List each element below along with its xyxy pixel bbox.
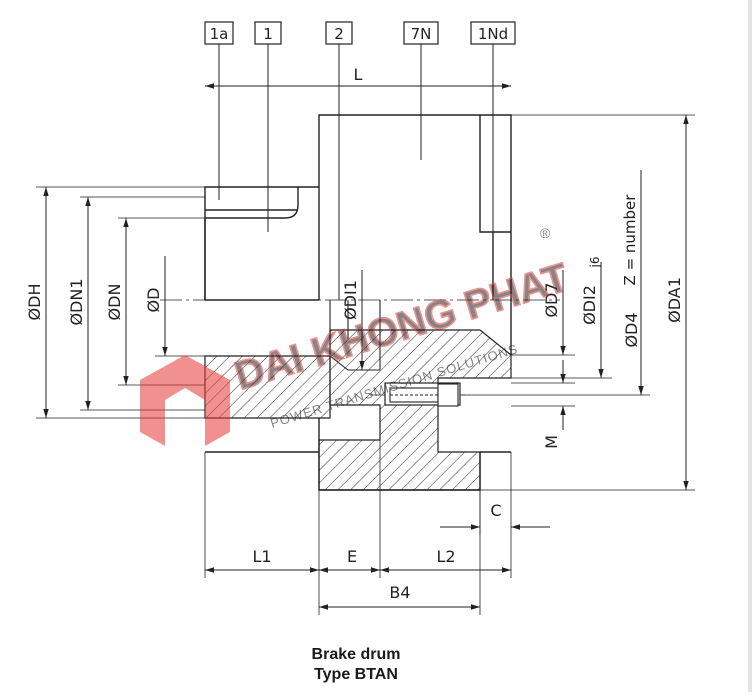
dim-M: M xyxy=(511,360,575,449)
svg-text:2: 2 xyxy=(334,25,344,43)
callout-1: 1 xyxy=(254,21,282,45)
svg-text:1a: 1a xyxy=(210,25,229,43)
watermark-reg: ® xyxy=(540,225,551,241)
svg-text:L1: L1 xyxy=(252,547,271,566)
callout-1a: 1a xyxy=(204,21,234,45)
svg-text:B4: B4 xyxy=(389,583,410,602)
dim-D: ØD xyxy=(144,256,205,357)
svg-text:ØDN1: ØDN1 xyxy=(67,278,86,325)
dim-DI1: ØDI1 xyxy=(341,270,365,370)
svg-text:M: M xyxy=(542,435,561,449)
svg-text:ØD: ØD xyxy=(144,288,163,313)
svg-text:ØDN: ØDN xyxy=(105,284,124,321)
svg-text:7N: 7N xyxy=(411,25,432,43)
dim-B4: B4 xyxy=(319,583,480,610)
caption-line1: Brake drum xyxy=(311,646,401,663)
svg-text:C: C xyxy=(490,501,501,520)
svg-text:1Nd: 1Nd xyxy=(478,25,508,43)
dim-DH: ØDH xyxy=(25,186,205,419)
dim-E: E xyxy=(319,547,380,573)
dim-D4-Z: ØD4 Z = number xyxy=(460,170,650,396)
dim-DN1: ØDN1 xyxy=(67,196,205,411)
dim-L1: L1 xyxy=(205,547,319,573)
callout-1Nd: 1Nd xyxy=(470,21,516,45)
dim-DI2: ØDI2 j6 xyxy=(511,257,612,379)
svg-text:ØDA1: ØDA1 xyxy=(665,277,684,323)
dim-DA1: ØDA1 xyxy=(480,114,695,491)
caption-line2: Type BTAN xyxy=(314,666,398,683)
right-frame-edge xyxy=(748,0,752,692)
svg-text:ØD7: ØD7 xyxy=(542,282,561,317)
bottom-extension-lines xyxy=(204,440,512,615)
dim-L2: L2 xyxy=(380,547,511,573)
watermark-emblem xyxy=(140,355,230,446)
svg-text:Z = number: Z = number xyxy=(621,194,639,286)
bolt xyxy=(389,383,459,407)
svg-text:ØD4: ØD4 xyxy=(622,312,641,347)
svg-text:j6: j6 xyxy=(588,257,602,269)
leader-lines xyxy=(218,44,494,300)
svg-text:E: E xyxy=(347,547,357,566)
svg-text:L: L xyxy=(354,65,363,84)
svg-text:ØDI1: ØDI1 xyxy=(341,280,360,320)
dim-D7: ØD7 xyxy=(511,270,575,356)
svg-text:ØDH: ØDH xyxy=(25,284,44,321)
callout-2: 2 xyxy=(325,21,353,45)
svg-text:ØDI2: ØDI2 xyxy=(580,285,599,325)
svg-text:1: 1 xyxy=(263,25,273,43)
inner-details xyxy=(329,300,381,371)
dim-L: L xyxy=(205,65,511,89)
callout-7N: 7N xyxy=(403,21,439,45)
svg-text:L2: L2 xyxy=(436,547,455,566)
